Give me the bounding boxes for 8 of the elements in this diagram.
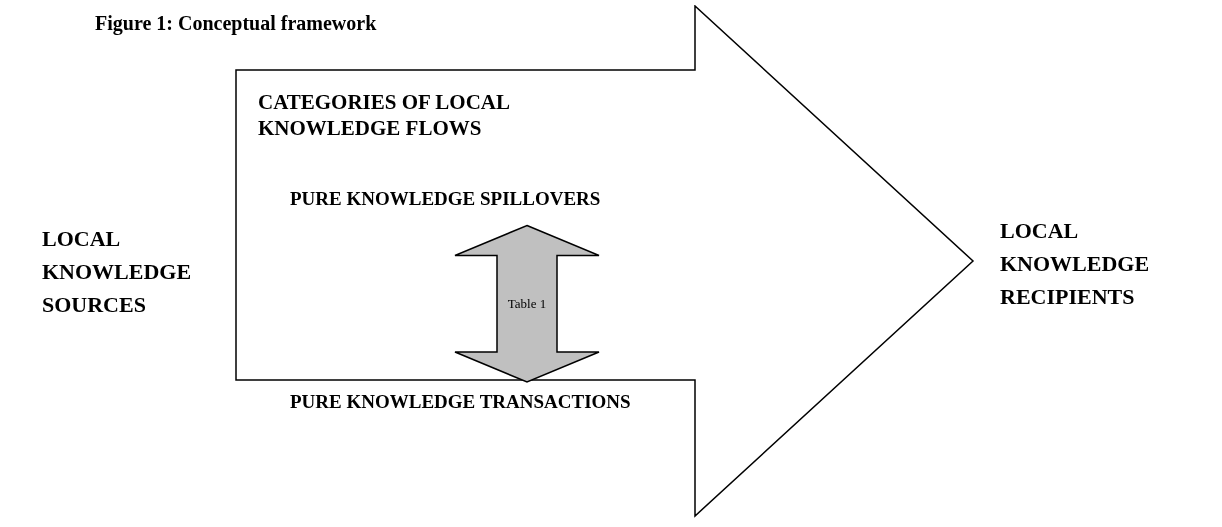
edge-label: Table 1 [507,295,547,313]
node-text: PURE KNOWLEDGE SPILLOVERS [290,185,601,214]
node-text: PURE KNOWLEDGE TRANSACTIONS [290,388,631,417]
node-text: LOCAL KNOWLEDGE RECIPIENTS [1000,214,1200,313]
heading-text: CATEGORIES OF LOCAL KNOWLEDGE FLOWS [258,89,510,141]
node-text: LOCAL KNOWLEDGE SOURCES [42,222,242,321]
double-arrow [454,224,600,383]
figure-title: Figure 1: Conceptual framework [95,11,377,37]
